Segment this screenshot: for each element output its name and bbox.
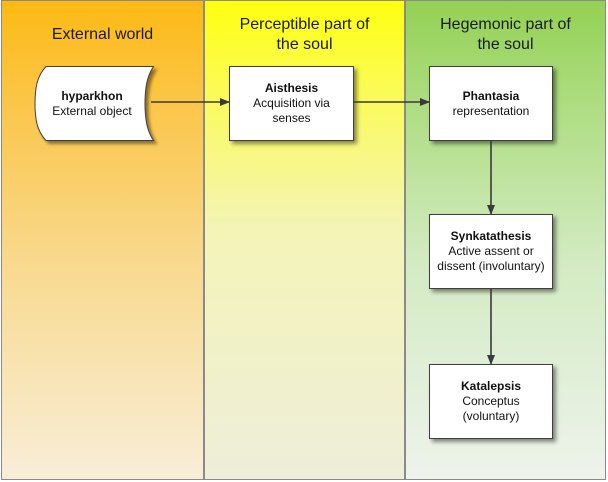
node-katalepsis-text-1: Conceptus — [462, 394, 520, 408]
node-hyparkhon-title: hyparkhon — [61, 88, 123, 103]
node-phantasia: Phantasia representation — [429, 66, 553, 141]
node-synkatathesis: Synkatathesis Active assent or dissent (… — [429, 214, 553, 289]
node-synkatathesis-text-1: Active assent or — [448, 244, 534, 258]
lane-perceptible-title: Perceptible part of the soul — [239, 16, 370, 53]
node-katalepsis-text-2: (voluntary) — [462, 409, 520, 423]
node-hyparkhon-text: External object — [52, 103, 132, 118]
node-katalepsis-title: Katalepsis — [460, 379, 522, 393]
node-synkatathesis-title: Synkatathesis — [450, 229, 532, 243]
node-phantasia-title: Phantasia — [462, 89, 520, 103]
node-aisthesis: Aisthesis Acquisition via senses — [229, 66, 354, 141]
stored-data-shape — [34, 66, 155, 141]
node-hyparkhon: hyparkhon External object — [30, 66, 155, 141]
node-katalepsis: Katalepsis Conceptus (voluntary) — [429, 364, 553, 439]
node-aisthesis-text-2: senses — [272, 111, 311, 125]
node-phantasia-text: representation — [452, 104, 530, 118]
node-aisthesis-text-1: Acquisition via — [253, 96, 330, 110]
node-synkatathesis-text-2: dissent (involuntary) — [437, 259, 545, 273]
node-aisthesis-title: Aisthesis — [264, 81, 319, 95]
lane-hegemonic-title: Hegemonic part of the soul — [440, 16, 571, 53]
lane-external-title: External world — [51, 26, 154, 43]
